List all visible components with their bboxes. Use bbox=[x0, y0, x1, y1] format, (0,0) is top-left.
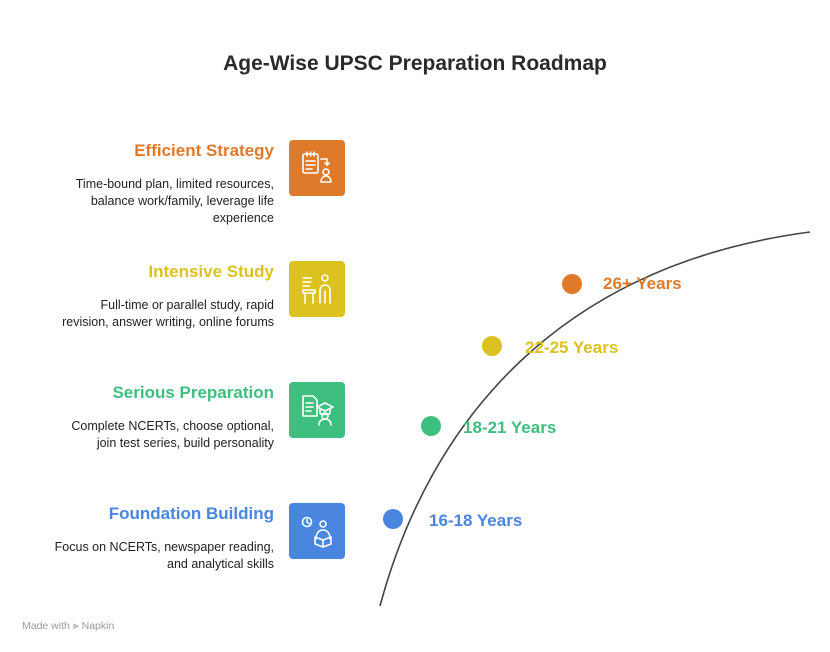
stage-title-serious-preparation: Serious Preparation bbox=[112, 383, 274, 402]
student-reading-icon bbox=[289, 503, 345, 559]
age-label-26-plus: 26+ Years bbox=[603, 274, 682, 293]
napkin-footer[interactable]: Made with ⫸ Napkin bbox=[22, 620, 115, 632]
stage-title-foundation-building: Foundation Building bbox=[108, 504, 274, 523]
diagram-title: Age-Wise UPSC Preparation Roadmap bbox=[223, 52, 607, 75]
stage-title-intensive-study: Intensive Study bbox=[148, 262, 274, 281]
timeline-dot-16-18 bbox=[383, 509, 403, 529]
stage-title-efficient-strategy: Efficient Strategy bbox=[134, 141, 274, 160]
age-label-22-25: 22-25 Years bbox=[525, 338, 619, 357]
stage-description-efficient-strategy: Time-bound plan, limited resources, bala… bbox=[75, 177, 274, 225]
timeline-dot-26-plus bbox=[562, 274, 582, 294]
stage-description-intensive-study: Full-time or parallel study, rapid revis… bbox=[62, 298, 274, 329]
stage-description-serious-preparation: Complete NCERTs, choose optional, join t… bbox=[71, 419, 274, 450]
stage-description-foundation-building: Focus on NCERTs, newspaper reading, and … bbox=[54, 540, 274, 571]
age-label-16-18: 16-18 Years bbox=[429, 511, 523, 530]
graduate-document-icon bbox=[289, 382, 345, 438]
age-label-18-21: 18-21 Years bbox=[463, 418, 557, 437]
timeline-dot-22-25 bbox=[482, 336, 502, 356]
timeline-dot-18-21 bbox=[421, 416, 441, 436]
study-desk-icon bbox=[289, 261, 345, 317]
planning-icon bbox=[289, 140, 345, 196]
